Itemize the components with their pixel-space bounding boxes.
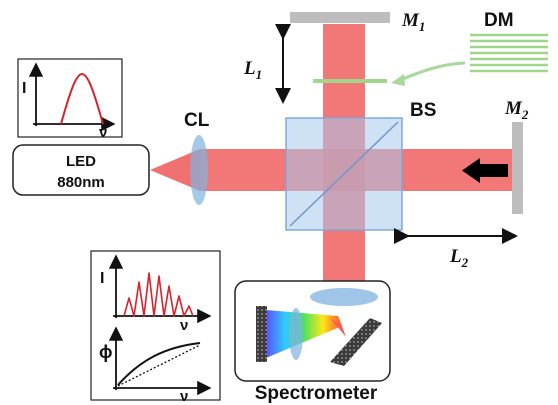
- source-y-axis-label: I: [22, 80, 26, 97]
- spectrometer-lens: [289, 308, 303, 360]
- phase-y-axis-label: ϕ: [99, 342, 113, 362]
- dispersed-spectrum: [266, 310, 342, 358]
- spectrometer-label: Spectrometer: [255, 383, 378, 404]
- bs-label: BS: [410, 100, 436, 121]
- diffracted-beam: [330, 318, 346, 337]
- source-x-axis-label: ν: [99, 124, 107, 141]
- led-label: LED: [66, 153, 96, 170]
- collimating-lens: [190, 135, 208, 205]
- source-spectrum-inset: I ν: [17, 58, 123, 141]
- phase-curve-solid: [117, 342, 201, 386]
- l1-label: L1: [243, 58, 262, 82]
- dispersive-medium-stack: [470, 33, 548, 73]
- led-source: [12, 144, 150, 196]
- interferogram-x-axis-label: ν: [180, 317, 188, 334]
- source-spectrum-curve: [60, 72, 104, 125]
- led-beam-cone: [150, 149, 200, 191]
- dm-insert-arrowhead: [391, 74, 405, 86]
- interferogram-fringes: [123, 272, 194, 317]
- focusing-lens: [310, 288, 378, 306]
- m2-motion-arrow-shaft: [478, 164, 508, 177]
- mirror-m2: [512, 122, 523, 214]
- cl-label: CL: [184, 110, 210, 131]
- dm-label: DM: [484, 10, 514, 31]
- phase-x-axis-label: ν: [180, 388, 188, 405]
- dm-insert-arrow: [399, 61, 466, 82]
- mirror-m1: [290, 12, 390, 23]
- m2-label: M2: [504, 98, 529, 122]
- l2-label: L2: [449, 246, 469, 270]
- interferogram-inset: I ν ϕ ν: [90, 250, 221, 405]
- m1-label: M1: [401, 10, 425, 34]
- beam-splitter-diagonal: [289, 121, 399, 227]
- spectrometer: [234, 280, 391, 382]
- led-wavelength-label: 880nm: [57, 174, 105, 191]
- detector-array: [256, 306, 267, 362]
- phase-curve-linear: [117, 344, 201, 387]
- diffraction-grating: [330, 318, 382, 366]
- interferogram-y-axis-label: I: [100, 270, 104, 287]
- m2-motion-arrow-head: [462, 158, 480, 183]
